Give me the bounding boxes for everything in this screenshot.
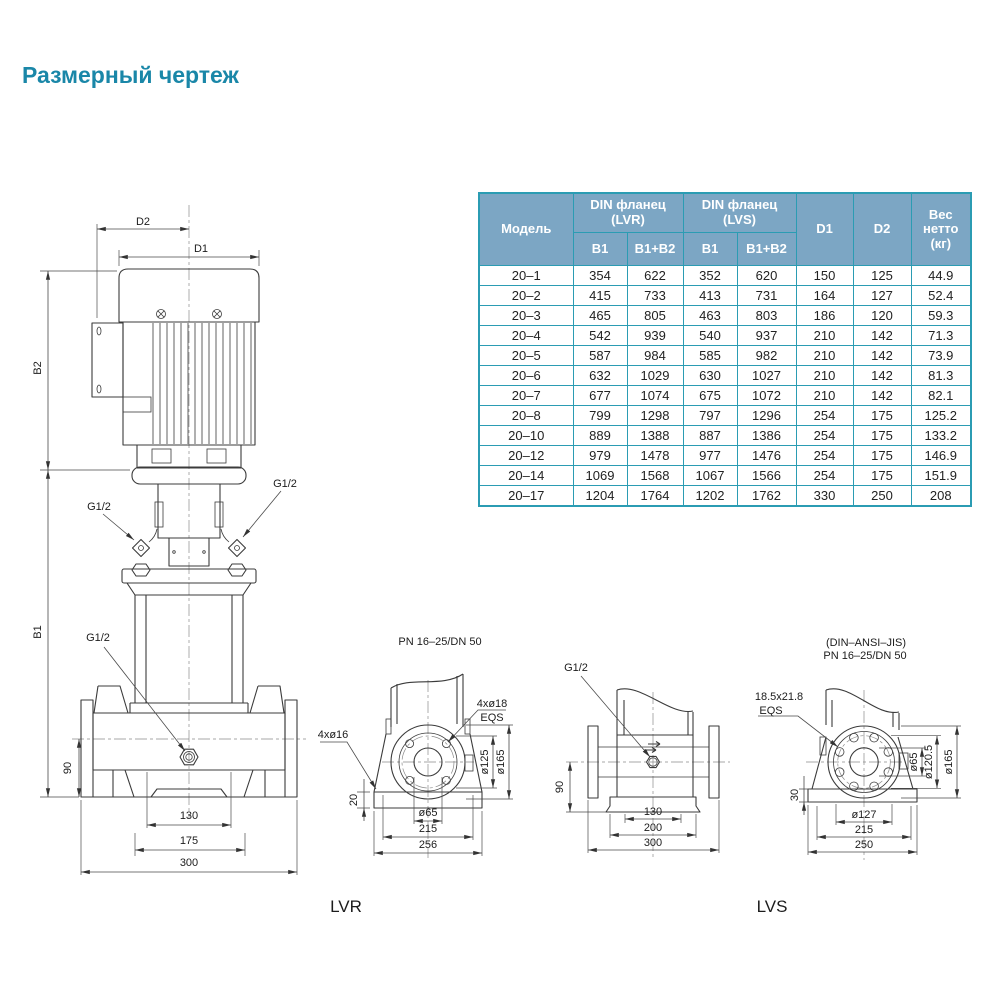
dim-label-b2: B2 [32,361,44,374]
model-cell: 20–1 [478,265,574,286]
value-cell: 1566 [736,465,797,486]
lvs-dim-30: 30 [789,789,801,801]
lvr-label: LVR [330,897,362,916]
dim-label-90: 90 [62,762,74,774]
value-cell: 1762 [736,485,797,507]
model-cell: 20–17 [478,485,574,507]
value-cell: 939 [626,325,684,346]
model-cell: 20–14 [478,465,574,486]
value-cell: 797 [682,405,738,426]
value-cell: 330 [795,485,854,507]
header-lvr-group: DIN фланец (LVR) [572,192,684,233]
lvs-dim-250: 250 [855,839,873,851]
value-cell: 133.2 [910,425,972,446]
value-cell: 799 [572,405,628,426]
value-cell: 210 [795,365,854,386]
mid-view: G1/2 90 130 200 300 [554,662,730,858]
lvs-dim-o120: ø120.5 [923,745,935,779]
page-title: Размерный чертеж [22,62,239,88]
callout-g12-left: G1/2 [87,501,111,513]
lvr-holes-callout: 4xø18 [477,698,508,710]
lvs-title1: (DIN–ANSI–JIS) [826,637,906,649]
value-cell: 186 [795,305,854,326]
value-cell: 142 [852,365,912,386]
main-pump-view: D2 D1 B2 B1 90 130 175 300 G1/2 G1/2 G1/… [32,205,306,875]
value-cell: 208 [910,485,972,507]
callout-g12-drain: G1/2 [86,632,110,644]
header-lvs-group: DIN фланец (LVS) [682,192,797,233]
dim-label-d1: D1 [194,243,208,255]
dim-label-d2: D2 [136,216,150,228]
value-cell: 984 [626,345,684,366]
lvs-dim-o165: ø165 [943,749,955,774]
value-cell: 151.9 [910,465,972,486]
lvr-view: PN 16–25/DN 50 4xø18 EQS 4xø16 ø125 ø165 [318,636,513,916]
lvs-slot-callout: 18.5x21.8 [755,691,803,703]
value-cell: 175 [852,445,912,466]
lvr-dim-215: 215 [419,823,437,835]
mid-dim-90: 90 [554,781,566,793]
lvs-title2: PN 16–25/DN 50 [823,650,906,662]
value-cell: 73.9 [910,345,972,366]
lvr-dim-o165: ø165 [495,749,507,774]
value-cell: 254 [795,405,854,426]
header-b1b2-lvr: B1+B2 [626,232,684,266]
lvr-dim-o125: ø125 [479,749,491,774]
value-cell: 1568 [626,465,684,486]
lvs-dim-o65: ø65 [908,753,920,772]
value-cell: 1388 [626,425,684,446]
lvs-dim-o127: ø127 [851,809,876,821]
value-cell: 1478 [626,445,684,466]
callout-g12-right: G1/2 [273,478,297,490]
model-cell: 20–5 [478,345,574,366]
lvs-slot-callout2: EQS [759,705,782,717]
lvr-title: PN 16–25/DN 50 [398,636,481,648]
value-cell: 164 [795,285,854,306]
value-cell: 250 [852,485,912,507]
dim-label-175: 175 [180,835,198,847]
dim-label-130: 130 [180,810,198,822]
mid-dim-200: 200 [644,822,662,834]
header-d1: D1 [795,192,854,266]
mid-dim-300: 300 [644,837,662,849]
model-cell: 20–8 [478,405,574,426]
lvr-holes-callout2: EQS [480,712,503,724]
header-b1-lvs: B1 [682,232,738,266]
value-cell: 1074 [626,385,684,406]
lvs-dim-215: 215 [855,824,873,836]
dim-label-300: 300 [180,857,198,869]
lvr-foot-callout: 4xø16 [318,729,349,741]
value-cell: 81.3 [910,365,972,386]
header-weight: Вес нетто (кг) [910,192,972,266]
mid-callout-g12: G1/2 [564,662,588,674]
value-cell: 254 [795,465,854,486]
dimension-table: Модель DIN фланец (LVR) DIN фланец (LVS)… [478,192,972,507]
dim-label-b1: B1 [32,625,44,638]
lvr-dim-o65: ø65 [419,807,438,819]
lvr-dim-256: 256 [419,839,437,851]
value-cell: 1202 [682,485,738,507]
lvs-label: LVS [757,897,788,916]
lvs-view: (DIN–ANSI–JIS) PN 16–25/DN 50 18.5x21.8 … [755,637,961,916]
value-cell: 1067 [682,465,738,486]
header-b1-lvr: B1 [572,232,628,266]
value-cell: 463 [682,305,738,326]
value-cell: 59.3 [910,305,972,326]
header-model: Модель [478,192,574,266]
value-cell: 803 [736,305,797,326]
header-b1b2-lvs: B1+B2 [736,232,797,266]
lvr-dim-20: 20 [348,794,360,806]
value-cell: 175 [852,425,912,446]
mid-dim-130: 130 [644,806,662,818]
